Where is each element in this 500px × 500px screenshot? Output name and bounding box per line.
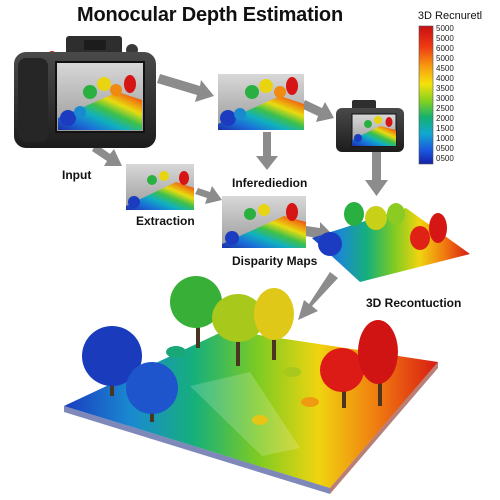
colorbar — [418, 25, 434, 165]
small-camera-tree-green — [364, 120, 372, 128]
arrow-map-to-inference — [256, 132, 278, 170]
map-disparity-tree-yellow — [258, 204, 270, 216]
label-inference: Inferediedion — [232, 176, 308, 190]
map-top-tree-yellow — [259, 79, 273, 93]
colorbar-tick: 5000 — [436, 34, 454, 43]
large-reconstruction — [64, 276, 438, 494]
colorbar-ramp — [418, 25, 434, 165]
label-extraction: Extraction — [136, 214, 195, 228]
camera-tree-green — [83, 85, 97, 99]
small-camera-tree-yellow — [374, 116, 382, 124]
colorbar-tick: 1500 — [436, 124, 454, 133]
colorbar-tick: 2500 — [436, 104, 454, 113]
mid-recon-tree-blue — [318, 232, 342, 256]
arrow-to-reconstruction — [298, 272, 338, 320]
map-disparity-tree-red — [286, 203, 298, 221]
camera-tree-orange — [110, 84, 122, 96]
map-top-tree-red — [286, 77, 298, 95]
map-disparity-tree-blue — [225, 231, 239, 245]
camera-tree-cyan — [74, 106, 86, 118]
large-recon-tree-red1 — [320, 348, 364, 392]
map-disparity-floor — [222, 216, 306, 248]
small-camera-top — [352, 100, 376, 110]
large-recon-floor-edge-right — [330, 362, 438, 494]
map-top-floor — [218, 96, 304, 130]
map-extraction-tree-blue — [128, 196, 140, 208]
colorbar-tick: 5000 — [436, 54, 454, 63]
large-recon-tree-blue2 — [126, 362, 178, 414]
mid-recon-tree-green1 — [344, 202, 364, 226]
colorbar-tick: 4500 — [436, 64, 454, 73]
large-recon-shrubs — [166, 346, 319, 425]
large-recon-tree-red2 — [358, 320, 398, 384]
label-input: Input — [62, 168, 92, 182]
label-disparity-maps: Disparity Maps — [232, 254, 318, 268]
camera-screen-depth-floor — [58, 92, 142, 130]
camera-tree-blue — [60, 110, 76, 126]
camera-tree-red — [124, 75, 136, 93]
small-camera-floor — [352, 126, 396, 146]
map-extraction-tree-red — [179, 171, 189, 185]
inference-depth-map — [218, 74, 304, 130]
colorbar-tick: 0500 — [436, 144, 454, 153]
map-disparity-tree-green — [244, 208, 256, 220]
mid-recon-tree-red1 — [410, 226, 430, 250]
map-extraction-tree-yellow — [159, 171, 169, 181]
colorbar-title: 3D Recnuretl — [417, 10, 483, 22]
map-top-tree-cyan — [234, 108, 246, 120]
camera-flash — [84, 40, 106, 50]
input-camera — [14, 36, 156, 148]
arrow-camera-to-map — [157, 74, 214, 102]
colorbar-tick: 4000 — [436, 74, 454, 83]
mid-recon-tree-red2 — [429, 213, 447, 243]
large-recon-tree-yellow — [254, 288, 294, 340]
mid-reconstruction — [312, 202, 470, 282]
large-recon-tree-yellowgreen — [212, 294, 264, 342]
large-recon-tree-blue1 — [82, 326, 142, 386]
colorbar-tick: 3000 — [436, 94, 454, 103]
flow-arrows — [92, 74, 388, 320]
large-recon-path — [190, 372, 300, 456]
colorbar-tick: 0500 — [436, 154, 454, 163]
colorbar-tick: 3500 — [436, 84, 454, 93]
map-top-tree-blue — [220, 110, 236, 126]
colorbar-tick: 2000 — [436, 114, 454, 123]
colorbar-tick: 5000 — [436, 24, 454, 33]
map-extraction-floor — [126, 182, 194, 210]
large-recon-floor-edge — [64, 406, 330, 494]
arrow-extraction-to-disparity — [195, 186, 222, 204]
colorbar-tick: 1000 — [436, 134, 454, 143]
camera-tree-yellow — [97, 77, 111, 91]
arrow-map-to-small-camera — [301, 100, 334, 122]
map-top-tree-orange — [274, 86, 286, 98]
small-camera-tree-blue — [354, 134, 362, 142]
output-camera — [336, 100, 404, 152]
extraction-depth-map — [126, 164, 194, 210]
label-reconstruction: 3D Recontuction — [366, 296, 462, 310]
arrow-camera-to-3d — [365, 152, 388, 196]
diagram-title: Monocular Depth Estimation — [77, 4, 343, 26]
disparity-depth-map — [222, 196, 306, 248]
arrow-camera-to-extraction — [92, 144, 122, 166]
camera-grip — [18, 58, 48, 142]
colorbar-tick: 6000 — [436, 44, 454, 53]
map-extraction-tree-green — [147, 175, 157, 185]
mid-recon-tree-yellow — [365, 206, 387, 230]
mid-recon-tree-green2 — [387, 203, 405, 225]
small-camera-tree-red — [385, 117, 393, 127]
map-top-tree-green — [245, 85, 259, 99]
large-recon-tree-green — [170, 276, 222, 328]
